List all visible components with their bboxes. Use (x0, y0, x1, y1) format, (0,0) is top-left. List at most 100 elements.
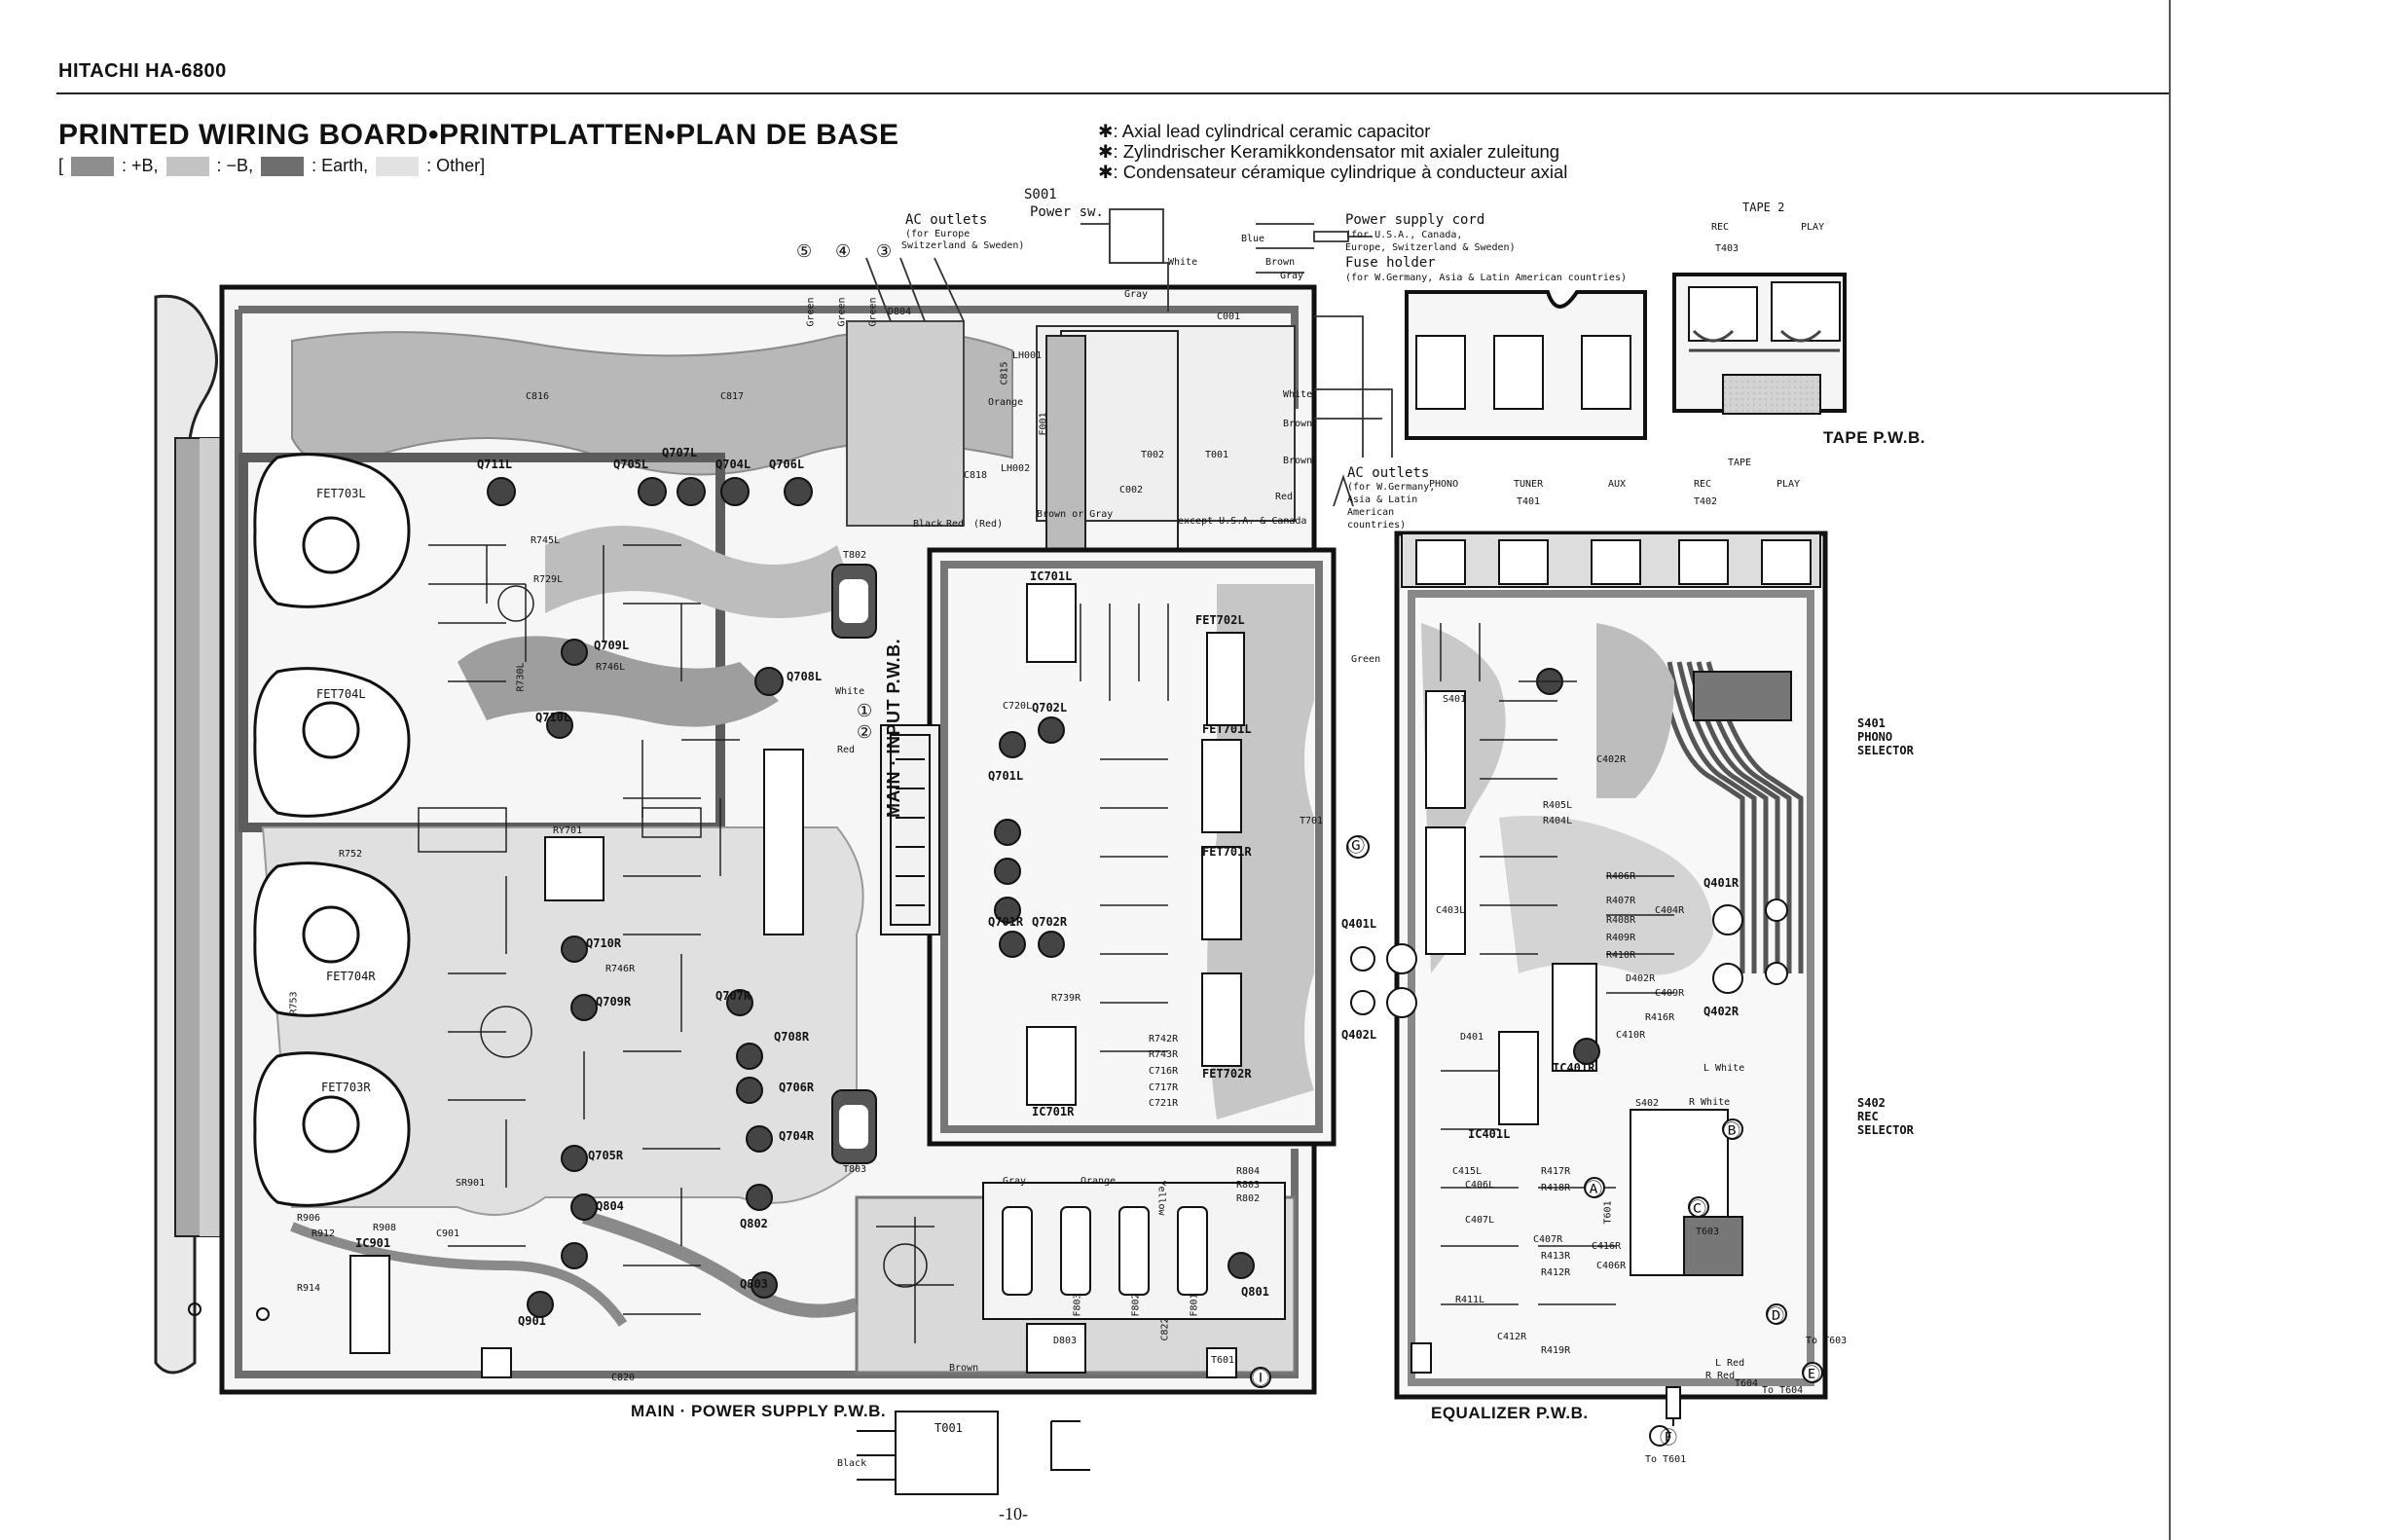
r406r-label: R406R (1606, 871, 1636, 882)
d402r-label: D402R (1626, 973, 1656, 984)
tape2-t403: T403 (1715, 243, 1740, 254)
q701r-label: Q701R (988, 915, 1024, 929)
c817-label: C817 (720, 391, 745, 402)
t701-label: T701 (1300, 816, 1324, 826)
q706r-label: Q706R (779, 1081, 815, 1094)
r804-label: R804 (1236, 1166, 1261, 1177)
tape-row-aux: AUX (1608, 479, 1627, 490)
tape2-title: TAPE 2 (1742, 201, 1785, 214)
wire-brown-top: Brown (1265, 257, 1296, 268)
legend-swatch-pos (71, 156, 115, 176)
c406l-label: C406L (1465, 1180, 1495, 1191)
wire-white-top: White (1168, 257, 1198, 268)
c815-label: C815 (999, 361, 1010, 385)
wire-red-top: Red (1275, 492, 1294, 502)
fet-devices (253, 453, 411, 1207)
q701l-label: Q701L (988, 769, 1024, 783)
legend-pos-label: : +B, (122, 156, 159, 175)
q709r-label: Q709R (596, 995, 632, 1008)
q801-label: Q801 (1241, 1285, 1269, 1299)
tape-row-tape: TAPE (1728, 458, 1752, 468)
wire-l-red: L Red (1715, 1358, 1745, 1369)
q708l-label: Q708L (787, 670, 823, 683)
ac-outlets-for: (for Europe (905, 229, 971, 239)
fet704r-label: FET704R (326, 970, 376, 983)
ic401r-label: IC401R (1553, 1061, 1595, 1075)
component-marks (418, 544, 954, 1343)
t802-label: T802 (843, 550, 867, 561)
c404r-label: C404R (1655, 905, 1685, 916)
ic701l-label: IC701L (1030, 569, 1073, 583)
f001-label: F001 (1038, 412, 1049, 436)
q401l-label: Q401L (1341, 917, 1377, 931)
connector-a: Ⓐ (1585, 1180, 1602, 1200)
ac-outlets-label: AC outlets (905, 212, 988, 228)
capacitor-notes: ✱: Axial lead cylindrical ceramic capaci… (1098, 121, 1567, 182)
q707l-label: Q707L (662, 446, 698, 459)
q401r-label: Q401R (1703, 876, 1740, 890)
wire-to-t604: To T604 (1762, 1385, 1804, 1396)
wire-l-white: L White (1703, 1063, 1745, 1074)
r752-label: R752 (339, 849, 363, 860)
r409r-label: R409R (1606, 933, 1636, 943)
t601-label-main: T601 (1211, 1355, 1235, 1366)
wire-to-t603: To T603 (1806, 1336, 1848, 1346)
c717r-label: C717R (1149, 1082, 1179, 1093)
page-title: PRINTED WIRING BOARD•PRINTPLATTEN•PLAN D… (58, 119, 899, 151)
c816-label: C816 (526, 391, 550, 402)
c402r-label: C402R (1596, 754, 1627, 765)
r803-label: R803 (1236, 1180, 1261, 1191)
tape2-play: PLAY (1801, 222, 1825, 233)
wire-brown-2: Brown (1283, 419, 1313, 429)
wire-to-t601: To T601 (1645, 1454, 1687, 1465)
main-input-pwb (880, 547, 1337, 1147)
wire-brown-bottom: Brown (949, 1363, 979, 1374)
t001-transformer (857, 1411, 1090, 1495)
ry701-label: RY701 (553, 825, 583, 836)
r411l-label: R411L (1455, 1295, 1485, 1305)
note-de: ✱: Zylindrischer Keramikkondensator mit … (1098, 141, 1560, 162)
r745l-label: R745L (531, 535, 561, 546)
wire-r-red: R Red (1705, 1371, 1736, 1381)
r405l-label: R405L (1543, 800, 1573, 811)
sr901-label: SR901 (456, 1178, 486, 1189)
r906-label: R906 (297, 1213, 321, 1224)
wire-green-eq: Green (1351, 654, 1381, 665)
ac2-for4: countries) (1347, 520, 1407, 531)
legend-open: [ (58, 156, 64, 175)
except-label: except U.S.A. & Canada (1178, 516, 1307, 527)
s402-name2: SELECTOR (1857, 1123, 1914, 1137)
wire-black: Black (913, 519, 943, 530)
connector-e: Ⓔ (1803, 1365, 1820, 1385)
q802-label: Q802 (740, 1217, 768, 1230)
s402-label: S402 (1857, 1096, 1886, 1110)
connector-d: Ⓓ (1767, 1306, 1784, 1327)
wire-orange: Orange (988, 397, 1024, 408)
q710r-label: Q710R (586, 936, 622, 950)
ac2-for3: American (1347, 507, 1395, 518)
fet702r-label: FET702R (1202, 1067, 1252, 1081)
wire-red: Red (946, 519, 965, 530)
c001-label: C001 (1217, 312, 1241, 322)
q702l-label: Q702L (1032, 701, 1068, 715)
r753-label: R753 (288, 991, 300, 1015)
q711l-label: Q711L (477, 458, 513, 471)
wire-black-bottom: Black (837, 1458, 867, 1469)
tape-row-play: PLAY (1777, 479, 1801, 490)
fuse-holder-block (1405, 290, 1647, 440)
q709l-label: Q709L (594, 639, 630, 652)
bottom-jumper (1666, 1386, 1681, 1426)
page-number: -10- (999, 1504, 1028, 1523)
c406r-label: C406R (1596, 1261, 1627, 1271)
c407l-label: C407L (1465, 1215, 1495, 1226)
c412r-label: C412R (1497, 1332, 1527, 1342)
r802-label: R802 (1236, 1193, 1261, 1204)
color-legend: [ : +B, : −B, : Earth, : Other] (58, 156, 485, 176)
wire-white-2: White (1283, 389, 1313, 400)
d804-label: D804 (888, 307, 912, 317)
power-cord-label: Power supply cord (1345, 212, 1485, 228)
r739r-label: R739R (1051, 993, 1081, 1004)
c901-label: C901 (436, 1228, 460, 1239)
c403l-label: C403L (1436, 905, 1466, 916)
